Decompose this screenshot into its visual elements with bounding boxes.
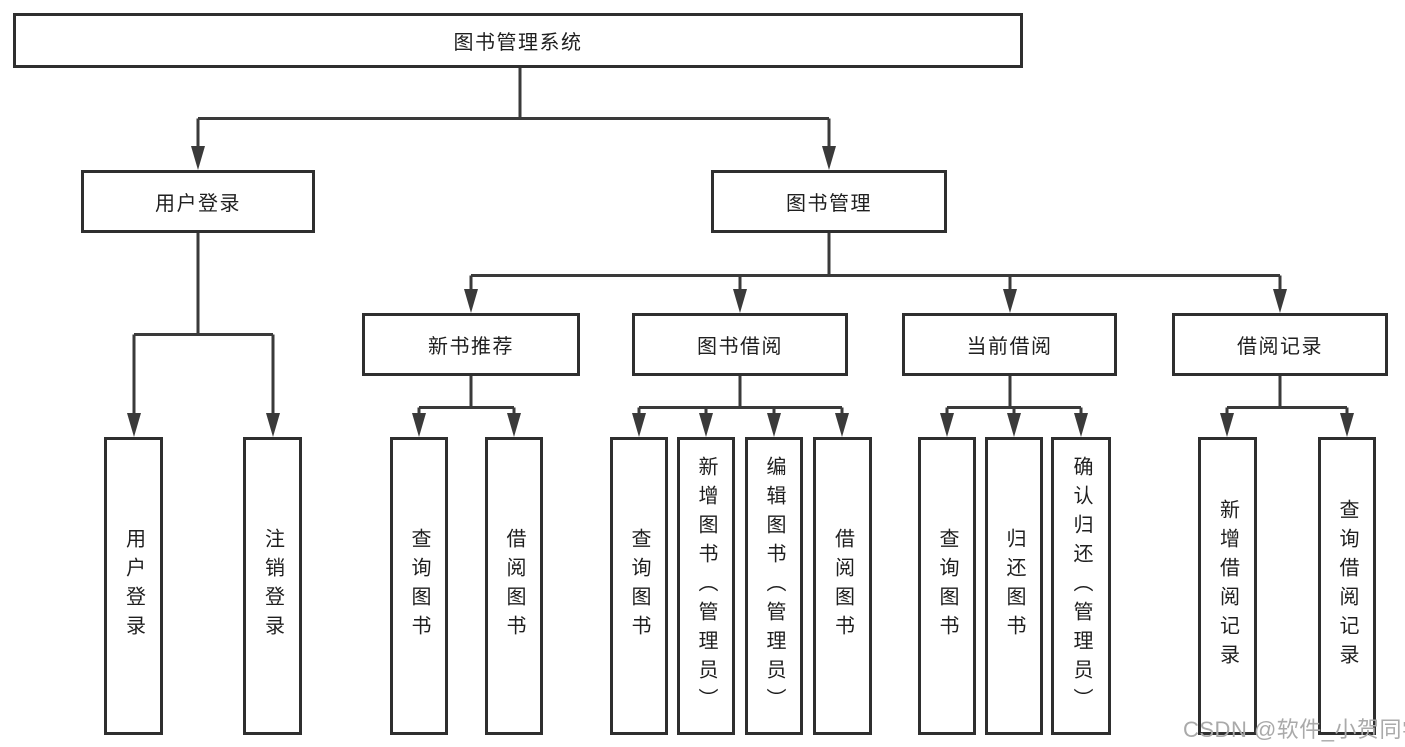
leaf-current-confirm-return-admin: 确认归还（管理员） [1051,437,1111,735]
leaf-borrow-borrow-book: 借阅图书 [813,437,872,735]
leaf-label: 编辑图书（管理员） [763,455,785,717]
connector-user-login-branch [127,233,280,437]
arrowhead [412,413,426,437]
leaf-label: 借阅图书 [831,528,854,644]
leaf-current-query-book: 查询图书 [918,437,976,735]
leaf-borrow-edit-book-admin: 编辑图书（管理员） [745,437,803,735]
arrowhead [940,413,954,437]
arrowhead [464,289,478,313]
connector-root-to-level2 [191,68,836,170]
node-borrow-record: 借阅记录 [1172,313,1388,376]
leaf-logout: 注销登录 [243,437,302,735]
connector-borrow-record-branch [1220,376,1354,437]
arrowhead [699,413,713,437]
arrowhead [266,413,280,437]
leaf-label: 查询图书 [936,528,958,644]
arrowhead [822,146,836,170]
leaf-label: 新增借阅记录 [1216,499,1239,673]
arrowhead [507,413,521,437]
leaf-label: 用户登录 [122,528,145,644]
node-book-management: 图书管理 [711,170,947,233]
leaf-newbook-borrow-book: 借阅图书 [485,437,543,735]
arrowhead [1003,289,1017,313]
leaf-label: 查询图书 [628,528,650,644]
connector-book-mgmt-branch [464,233,1287,313]
leaf-newbook-query-book: 查询图书 [390,437,448,735]
leaf-label: 新增图书（管理员） [695,455,717,717]
arrowhead [1074,413,1088,437]
arrowhead [1273,289,1287,313]
node-root-system: 图书管理系统 [13,13,1023,68]
leaf-borrow-add-book-admin: 新增图书（管理员） [677,437,735,735]
leaf-label: 确认归还（管理员） [1070,455,1092,717]
leaf-label: 归还图书 [1003,528,1025,644]
arrowhead [1340,413,1354,437]
connector-current-borrow-branch [940,376,1088,437]
arrowhead [1220,413,1234,437]
arrowhead [835,413,849,437]
leaf-record-query-record: 查询借阅记录 [1318,437,1376,735]
node-book-borrow: 图书借阅 [632,313,848,376]
arrowhead [127,413,141,437]
leaf-record-add-record: 新增借阅记录 [1198,437,1257,735]
connector-new-book-branch [412,376,521,437]
leaf-borrow-query-book: 查询图书 [610,437,668,735]
leaf-label: 借阅图书 [503,528,525,644]
leaf-label: 查询图书 [408,528,430,644]
leaf-label: 查询借阅记录 [1336,499,1358,673]
arrowhead [767,413,781,437]
connector-book-borrow-branch [632,376,849,437]
leaf-user-login: 用户登录 [104,437,163,735]
leaf-label: 注销登录 [261,528,284,644]
node-current-borrow: 当前借阅 [902,313,1117,376]
node-user-login: 用户登录 [81,170,315,233]
arrowhead [1007,413,1021,437]
arrowhead [191,146,205,170]
leaf-current-return-book: 归还图书 [985,437,1043,735]
arrowhead [733,289,747,313]
node-new-book-recommend: 新书推荐 [362,313,580,376]
arrowhead [632,413,646,437]
